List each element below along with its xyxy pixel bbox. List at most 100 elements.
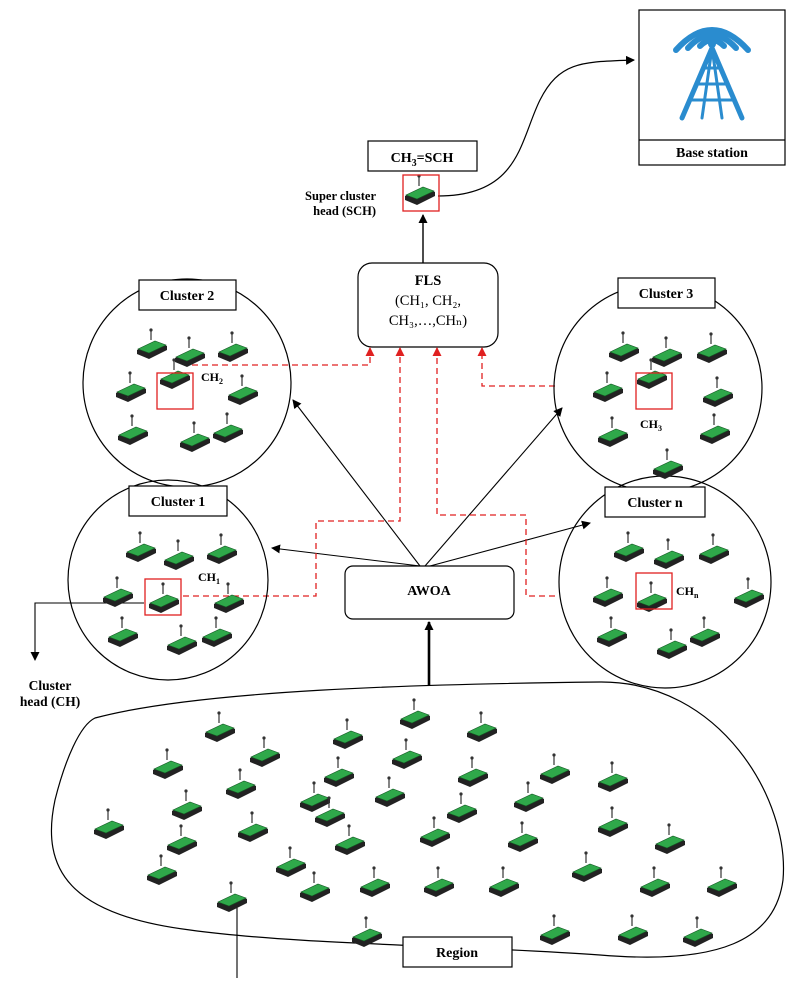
sensor-node-icon (335, 824, 365, 855)
sensor-node-icon (614, 531, 644, 562)
sensor-node-icon (514, 781, 544, 812)
sensor-node-icon (217, 881, 247, 912)
sensor-node-icon (447, 792, 477, 823)
cluster2-title: Cluster 2 (160, 289, 215, 304)
clustern-title: Cluster n (627, 496, 683, 511)
ch-highlights (144, 174, 673, 616)
sensor-node-icon (238, 811, 268, 842)
cluster3-ch-label: CH (640, 417, 659, 431)
svg-text:CH3: CH3 (640, 417, 662, 433)
region-label-box: Region (402, 936, 513, 968)
sensor-node-icon (690, 616, 720, 647)
awoa-label: AWOA (407, 584, 451, 599)
tower-icon (673, 27, 751, 121)
sensor-node-icon (360, 866, 390, 897)
cluster2-ch-label: CH (201, 370, 220, 384)
ch-to-fls-links (183, 347, 555, 597)
cluster3-title-box: Cluster 3 (617, 277, 716, 309)
ch-highlight-box (635, 572, 673, 610)
sensor-node-icon (489, 866, 519, 897)
sensor-node-icon (637, 581, 667, 612)
sensor-node-icon (175, 336, 205, 367)
sensor-node-icon (654, 538, 684, 569)
sensor-node-icon (652, 336, 682, 367)
sensor-node-icon (218, 331, 248, 362)
sensor-node-icon (655, 823, 685, 854)
region-label: Region (436, 946, 478, 961)
sensor-node-icon (315, 796, 345, 827)
ch-highlight-box (156, 372, 194, 410)
sensor-node-icon (392, 738, 422, 769)
sensor-node-icon (205, 711, 235, 742)
link-sch-to-base (437, 55, 635, 197)
sensor-node-icon (153, 748, 183, 779)
sch-node-icon (405, 174, 435, 205)
cluster3-title: Cluster 3 (639, 287, 694, 302)
sensor-node-icon (147, 854, 177, 885)
cluster3-circle (553, 283, 763, 493)
sensor-node-icon (458, 756, 488, 787)
sensor-node-icon (167, 824, 197, 855)
sensor-node-icon (400, 698, 430, 729)
cluster1-title-box: Cluster 1 (128, 485, 228, 517)
sensor-node-icon (172, 789, 202, 820)
sensor-node-icon (300, 781, 330, 812)
sensor-nodes (94, 174, 764, 947)
sensor-node-icon (276, 846, 306, 877)
sensor-node-icon (593, 371, 623, 402)
sensor-node-icon (618, 914, 648, 945)
sensor-node-icon (213, 412, 243, 443)
ch-highlight-box (402, 174, 440, 212)
region-boundary (50, 681, 785, 958)
sensor-node-icon (164, 539, 194, 570)
clustern-title-box: Cluster n (604, 486, 706, 518)
sensor-node-icon (508, 821, 538, 852)
cluster1-ch-sub: 1 (216, 577, 220, 586)
sensor-node-icon (126, 531, 156, 562)
sensor-node-icon (609, 331, 639, 362)
sensor-node-icon (108, 616, 138, 647)
sensor-node-icon (597, 616, 627, 647)
sensor-node-icon (707, 866, 737, 897)
sch-box-label: CH (391, 151, 412, 166)
sensor-node-icon (598, 761, 628, 792)
sensor-node-icon (593, 576, 623, 607)
arrow-awoa-to-cluster1 (271, 544, 421, 567)
sensor-node-icon (118, 414, 148, 445)
sensor-node-icon (467, 711, 497, 742)
sensor-node-icon (214, 582, 244, 613)
base-station: Base station (638, 9, 786, 166)
sensor-node-icon (640, 866, 670, 897)
sensor-node-icon (352, 916, 382, 947)
sensor-node-icon (116, 371, 146, 402)
sch-caption-line2: head (SCH) (313, 204, 376, 218)
sensor-node-icon (324, 756, 354, 787)
sensor-node-icon (703, 376, 733, 407)
sensor-node-icon (160, 358, 190, 389)
arrow-awoa-to-cluster3 (424, 407, 563, 567)
sch-box: CH3=SCH (367, 140, 478, 172)
svg-text:CHn: CHn (676, 584, 699, 600)
sensor-node-icon (202, 616, 232, 647)
sch-box-suffix: =SCH (417, 151, 454, 166)
sensor-node-icon (699, 533, 729, 564)
cluster1-title: Cluster 1 (151, 495, 206, 510)
sensor-node-icon (94, 808, 124, 839)
sensor-node-icon (653, 448, 683, 479)
awoa-box: AWOA (344, 565, 515, 620)
sensor-node-icon (697, 332, 727, 363)
sensor-node-icon (598, 416, 628, 447)
sensor-node-icon (300, 871, 330, 902)
ch-highlight-box (635, 372, 673, 410)
ch-caption-line2: head (CH) (20, 694, 80, 709)
svg-text:CH3=SCH: CH3=SCH (391, 151, 454, 169)
ch-highlight-box (144, 578, 182, 616)
arrow-awoa-to-cluster2 (292, 399, 421, 567)
svg-text:CH2: CH2 (201, 370, 223, 386)
cluster3-ch-sub: 3 (658, 424, 662, 433)
fls-title: FLS (415, 273, 442, 289)
sensor-node-icon (375, 776, 405, 807)
sensor-node-icon (207, 533, 237, 564)
sensor-node-icon (540, 914, 570, 945)
